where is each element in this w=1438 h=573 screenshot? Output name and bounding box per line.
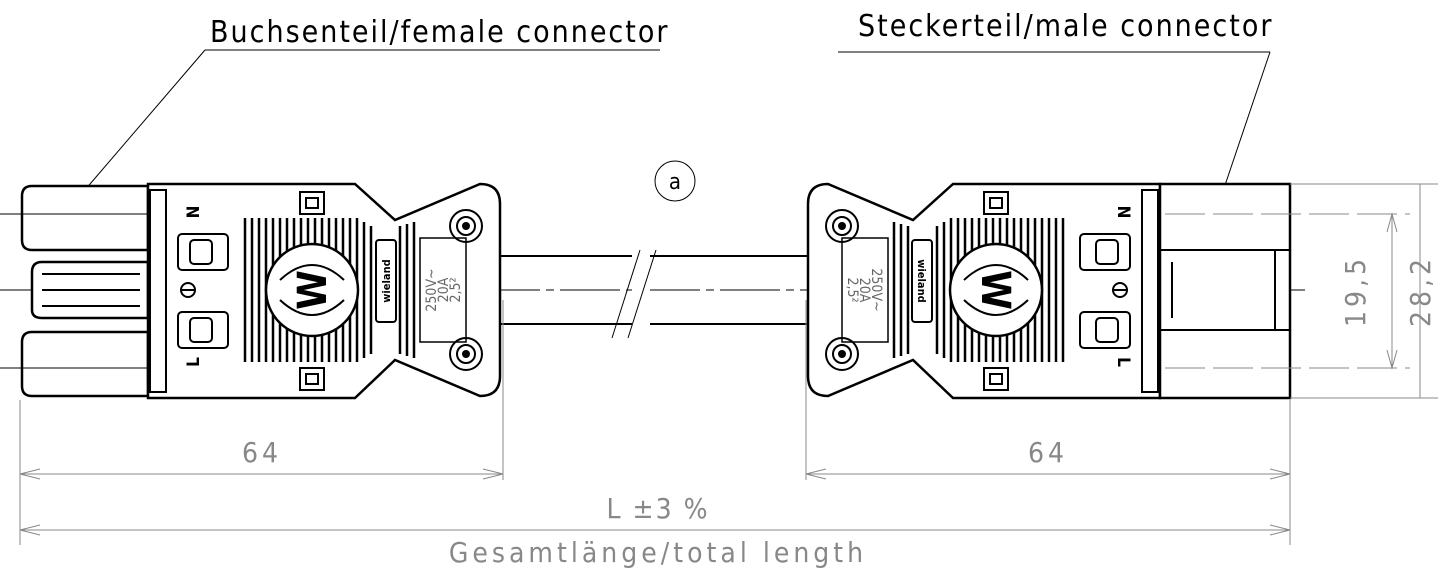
male-screw-top xyxy=(825,209,859,243)
female-logo-text: wieland xyxy=(380,259,393,302)
height-dimensions: 19,5 28,2 xyxy=(1165,183,1438,399)
male-live-label: L xyxy=(1113,357,1133,367)
female-contact-clip xyxy=(177,233,229,271)
female-length-label: 64 xyxy=(242,436,282,469)
male-logo-text: wieland xyxy=(915,259,928,302)
length-dimensions: 64 64 L ±3 % Gesamtlänge/total length xyxy=(19,300,1291,569)
female-leader-line xyxy=(71,49,206,206)
male-contact-clip xyxy=(1079,233,1131,271)
male-logo-letter: W xyxy=(972,270,1018,310)
female-screw-top xyxy=(449,209,483,243)
female-screw-bottom xyxy=(449,337,483,371)
male-logo-circle xyxy=(948,242,1044,338)
female-rating-cross-section: 2,5² xyxy=(448,277,464,302)
total-tolerance-label: L ±3 % xyxy=(606,492,709,525)
female-logo-circle xyxy=(264,242,360,338)
male-neutral-label: N xyxy=(1113,206,1133,219)
male-rating-voltage: 250V~ xyxy=(868,268,884,311)
height-outer-label: 28,2 xyxy=(1404,255,1437,327)
female-connector-title: Buchsenteil/female connector xyxy=(210,15,669,50)
male-leader-line xyxy=(1219,51,1271,201)
male-connector: N L W wielan xyxy=(806,182,1292,400)
female-logo-letter: W xyxy=(290,270,336,310)
female-live-label: L xyxy=(184,357,204,367)
male-connector-title: Steckerteil/male connector xyxy=(858,9,1273,44)
male-contact-clip xyxy=(1079,311,1131,349)
female-rating-current: 20A xyxy=(436,277,452,302)
female-neutral-label: N xyxy=(184,206,204,219)
male-rating-cross-section: 2,5² xyxy=(844,277,860,302)
cable-break-line xyxy=(611,249,641,339)
female-contact-clip xyxy=(177,311,229,349)
male-screw-bottom xyxy=(825,337,859,371)
female-connector: N L W wielan xyxy=(20,182,502,400)
height-inner-label: 19,5 xyxy=(1339,255,1372,327)
female-rating-voltage: 250V~ xyxy=(424,268,440,311)
total-length-label: Gesamtlänge/total length xyxy=(449,536,867,569)
male-rating-current: 20A xyxy=(856,278,872,303)
cable-marker-label: a xyxy=(669,170,681,195)
male-length-label: 64 xyxy=(1028,436,1068,469)
cable xyxy=(500,249,808,339)
cable-marker-circle xyxy=(654,160,696,202)
